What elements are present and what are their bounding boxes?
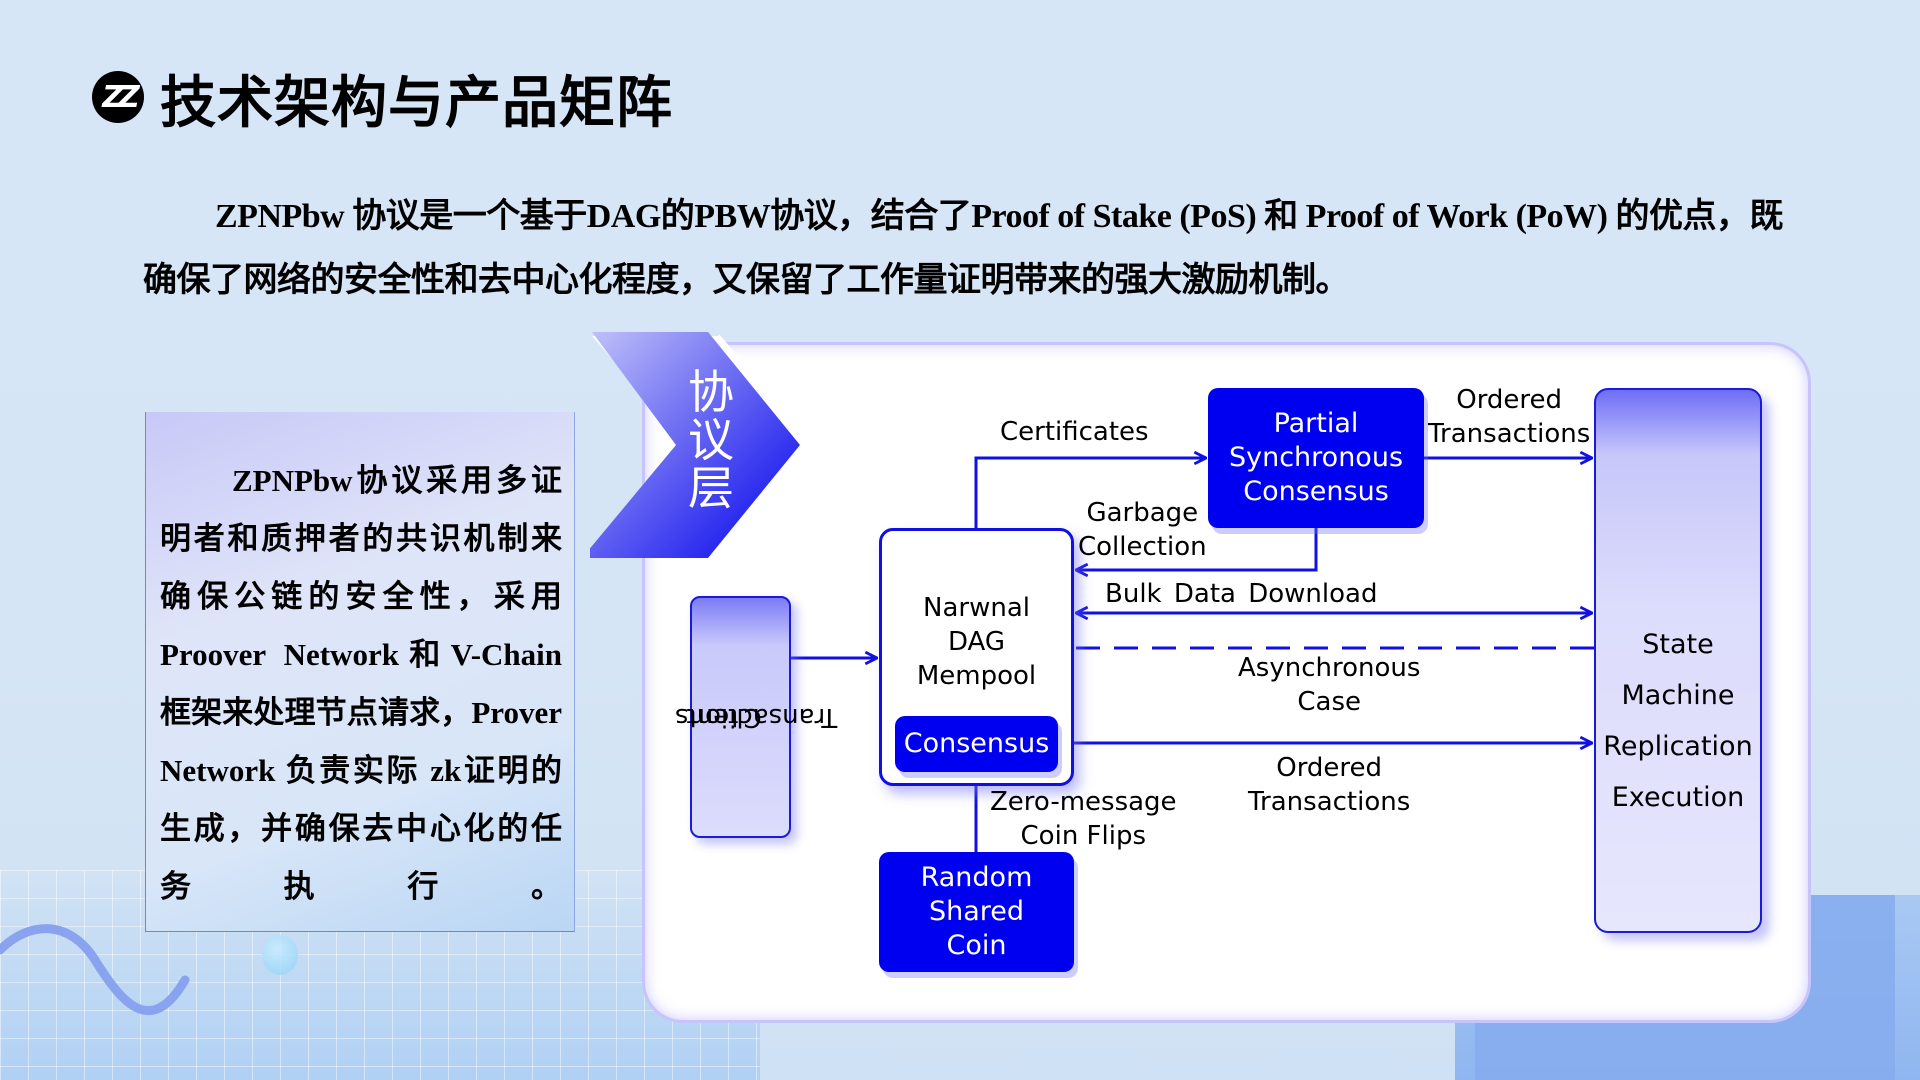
node-random-shared-coin: Random Shared Coin [879,852,1074,972]
side-description-box: ZPNPbw协议采用多证明者和质押者的共识机制来确保公链的安全性，采用Proov… [145,412,575,932]
label-line: Consensus [1243,476,1389,507]
page-title: 技术架构与产品矩阵 [160,70,673,136]
node-partial-sync-consensus: Partial Synchronous Consensus [1208,388,1424,528]
label-async-case: Asynchronous Case [1238,651,1420,719]
label-line: Collection [1078,532,1207,562]
label-line: Case [1297,687,1362,717]
side-description-text: ZPNPbw协议采用多证明者和质押者的共识机制来确保公链的安全性，采用Proov… [160,463,562,904]
label-line: State [1642,628,1714,660]
edge-certificates [974,458,1206,528]
label-line: Zero-message [990,787,1177,817]
label-line: Ordered [1456,385,1563,415]
label-line: Ordered [1276,753,1383,783]
node-consensus: Consensus [895,716,1058,772]
label-line: Coin [946,930,1007,961]
section-label-char: 协 [688,365,734,419]
node-state-machine: State Machine Replication Execution [1594,388,1762,933]
label-line: Synchronous [1228,442,1404,473]
label-ordered-top: Ordered Transactions [1428,383,1590,451]
label-line: Transactions [675,702,838,732]
section-chevron [590,332,815,558]
label-line: Shared [928,896,1025,927]
label-garbage-collection: Garbage Collection [1078,496,1207,564]
logo-text: ZZ [102,79,139,115]
label-line: Garbage [1086,498,1199,528]
label-line: Coin Flips [1020,821,1147,851]
label-line: Mempool [916,661,1037,691]
wave-decor-icon [0,924,190,1016]
intro-paragraph: ZPNPbw 协议是一个基于DAG的PBW协议，结合了Proof of Stak… [143,198,1784,299]
label-line: Partial [1273,408,1359,439]
zz-logo-icon: ZZ [92,71,144,123]
label-line: Narwnal [923,593,1030,623]
label-bulk-download: Bulk Data Download [1105,579,1378,609]
label-line: Machine [1621,679,1735,711]
label-line: Transactions [1428,419,1591,449]
label-line: DAG [947,627,1006,657]
label-coin-flips: Zero-message Coin Flips [990,785,1177,853]
label-line: Execution [1611,781,1745,813]
section-label-char: 议 [688,413,734,467]
label-line: Random [920,862,1033,893]
edge-garbage [1076,528,1318,570]
label-ordered-bottom: Ordered Transactions [1248,751,1410,819]
bubble-decor-icon [262,935,298,975]
label-line: Transactions [1248,787,1411,817]
section-label-char: 层 [688,461,734,515]
label-line: Replication [1603,730,1753,762]
label-line: Asynchronous [1238,653,1421,683]
section-label: 协 议 层 [688,365,734,515]
label-certificates: Certificates [1000,417,1149,447]
